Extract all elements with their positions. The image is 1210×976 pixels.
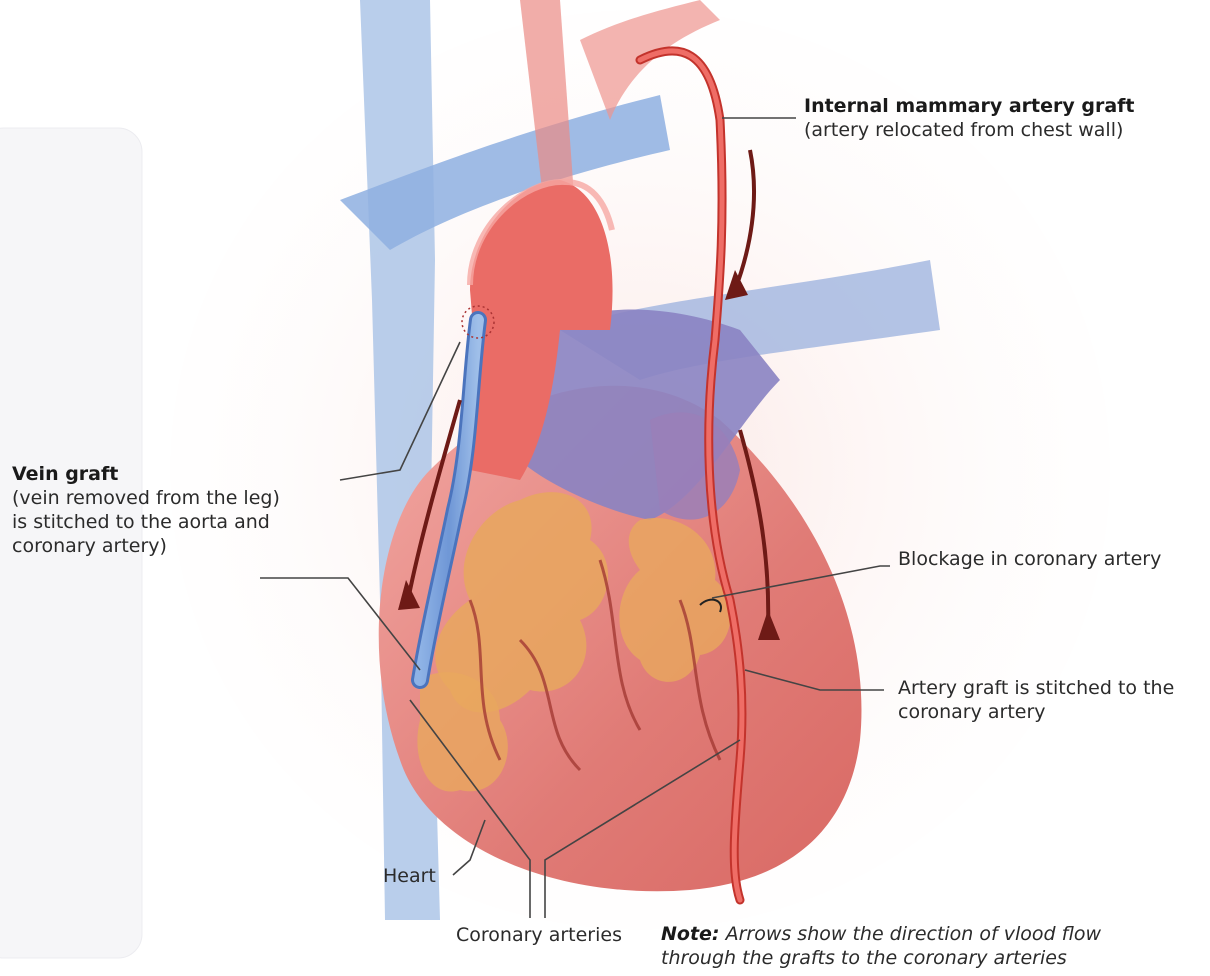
artery-stitch-line1: Artery graft is stitched to the (898, 677, 1174, 699)
mammary-graft-label: Internal mammary artery graft (artery re… (804, 94, 1135, 142)
vein-graft-title: Vein graft (12, 463, 118, 485)
coronary-arteries-label: Coronary arteries (456, 923, 622, 947)
heart-label: Heart (383, 864, 436, 888)
mammary-graft-subtitle: (artery relocated from chest wall) (804, 119, 1123, 141)
blockage-label: Blockage in coronary artery (898, 547, 1161, 571)
vein-graft-line1: (vein removed from the leg) (12, 487, 280, 509)
vein-graft-line2: is stitched to the aorta and (12, 511, 270, 533)
vein-graft-line3: coronary artery) (12, 535, 167, 557)
note-line2: through the grafts to the coronary arter… (661, 947, 1067, 969)
note-text: Note: Arrows show the direction of vlood… (661, 922, 1101, 970)
artery-stitch-label: Artery graft is stitched to the coronary… (898, 676, 1174, 724)
vein-graft-label: Vein graft (vein removed from the leg) i… (12, 462, 280, 558)
mammary-graft-title: Internal mammary artery graft (804, 95, 1135, 117)
artery-stitch-line2: coronary artery (898, 701, 1046, 723)
note-line1: Arrows show the direction of vlood flow (726, 923, 1101, 945)
note-label: Note: (661, 923, 720, 945)
